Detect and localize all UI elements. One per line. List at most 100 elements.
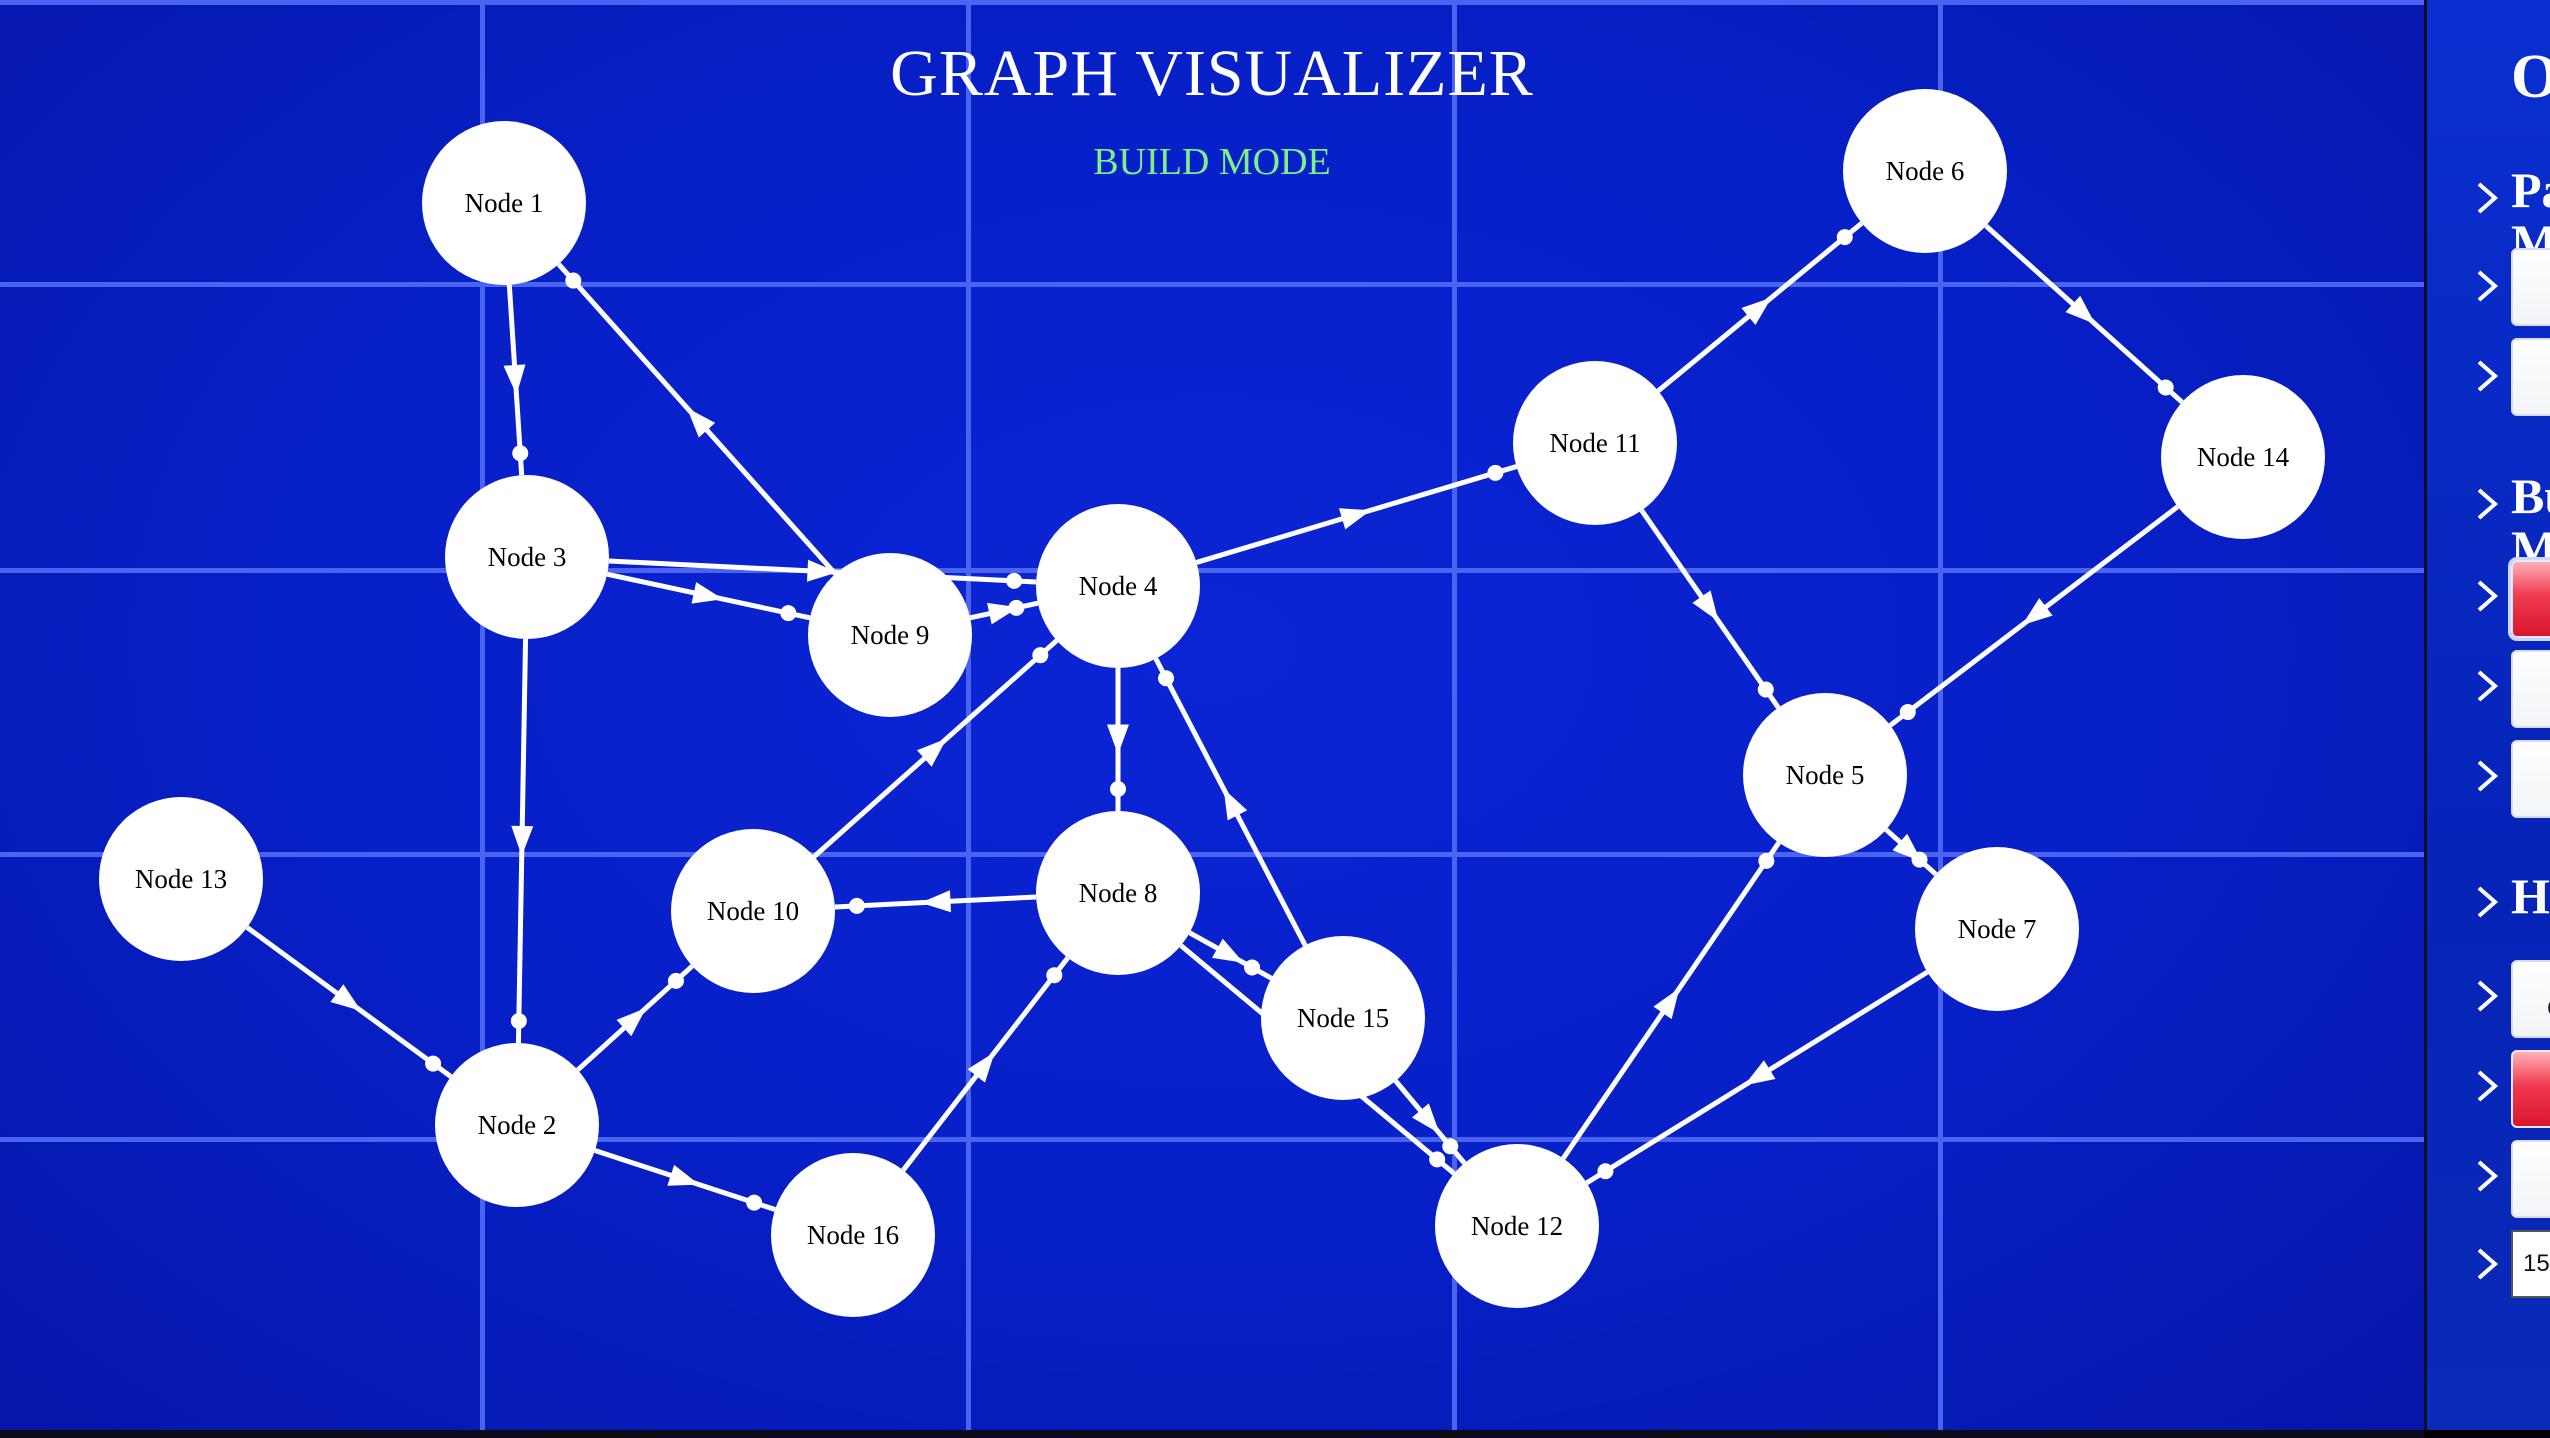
edge[interactable] [245, 925, 453, 1079]
graph-node[interactable]: Node 2 [435, 1043, 599, 1207]
edge[interactable] [1656, 221, 1864, 393]
node-circle [1036, 811, 1200, 975]
grid-line [0, 0, 2424, 5]
chevron-right-icon[interactable] [2473, 1244, 2501, 1284]
edge[interactable] [1984, 223, 2184, 405]
help-button-2[interactable] [2511, 1050, 2550, 1128]
edge-arrow-icon [806, 559, 838, 582]
edge-arrow-icon [1741, 297, 1772, 326]
graph-node[interactable]: Node 3 [445, 475, 609, 639]
edge-dot [1487, 464, 1504, 481]
node-circle [1915, 847, 2079, 1011]
edge-dot [1244, 959, 1261, 976]
build-mode-button-3[interactable] [2511, 740, 2550, 818]
node-circle [445, 475, 609, 639]
section-label: He [2511, 868, 2550, 924]
graph-node[interactable]: Node 6 [1843, 89, 2007, 253]
edge[interactable] [901, 956, 1070, 1172]
node-label: Node 12 [1471, 1211, 1563, 1241]
help-button-3[interactable] [2511, 1140, 2550, 1218]
graph-drawing[interactable]: Node 1 Node 2 Node 3 Node 4 Node 5 Node 6 Node… [0, 0, 2424, 1430]
chevron-right-icon[interactable] [2473, 484, 2501, 524]
edge[interactable] [1585, 970, 1929, 1185]
node-circle [1743, 693, 1907, 857]
graph-node[interactable]: Node 8 [1036, 811, 1200, 975]
edge[interactable] [969, 599, 1039, 625]
bottom-border [0, 1430, 2424, 1438]
path-mode-button-2[interactable] [2511, 338, 2550, 416]
node-count-input[interactable] [2511, 1230, 2550, 1298]
edge-dot [512, 445, 529, 462]
graph-node[interactable]: Node 12 [1435, 1144, 1599, 1308]
graph-canvas[interactable]: Node 1 Node 2 Node 3 Node 4 Node 5 Node 6 Node… [0, 0, 2424, 1430]
node-label: Node 3 [488, 542, 567, 572]
edge[interactable] [1561, 841, 1781, 1160]
edge[interactable] [1107, 668, 1129, 811]
chevron-right-icon[interactable] [2473, 756, 2501, 796]
chevron-right-icon[interactable] [2473, 356, 2501, 396]
grid-line [480, 0, 485, 1430]
edge-arrow-icon [1107, 724, 1129, 755]
edge[interactable] [1888, 504, 2180, 728]
edge-dot [565, 272, 582, 289]
edge-arrow-icon [2022, 598, 2053, 626]
build-mode-button-2[interactable] [2511, 650, 2550, 728]
graph-node[interactable]: Node 4 [1036, 504, 1200, 668]
edge-arrow-icon [1744, 1060, 1776, 1086]
edge[interactable] [1393, 1079, 1467, 1165]
graph-node[interactable]: Node 13 [99, 797, 263, 961]
chevron-right-icon[interactable] [2473, 178, 2501, 218]
mode-label: BUILD MODE [1093, 141, 1331, 183]
edge[interactable] [576, 964, 694, 1072]
build-mode-button-active[interactable] [2511, 560, 2550, 638]
edge[interactable] [1884, 827, 1938, 877]
node-label: Node 7 [1958, 914, 2037, 944]
node-circle [2161, 375, 2325, 539]
chevron-right-icon[interactable] [2473, 882, 2501, 922]
edge[interactable] [606, 571, 811, 622]
chevron-right-icon[interactable] [2473, 1156, 2501, 1196]
path-mode-button-1[interactable] [2511, 248, 2550, 326]
edge[interactable] [1195, 464, 1518, 565]
edge[interactable] [510, 638, 534, 1044]
edge[interactable] [1153, 657, 1308, 947]
options-panel: O Pa M Bu M He c [2424, 0, 2550, 1430]
edge[interactable] [834, 890, 1037, 914]
graph-node[interactable]: Node 1 [422, 121, 586, 285]
edge[interactable] [1639, 508, 1781, 710]
help-button-1[interactable]: c [2511, 960, 2550, 1038]
edge[interactable] [812, 638, 1059, 859]
chevron-right-icon[interactable] [2473, 976, 2501, 1016]
edge-dot [1442, 1138, 1459, 1155]
edge-arrow-icon [691, 582, 724, 604]
chevron-right-icon[interactable] [2473, 1066, 2501, 1106]
section-help[interactable]: He [2511, 870, 2550, 922]
edge-dot [1008, 599, 1025, 616]
graph-node[interactable]: Node 7 [1915, 847, 2079, 1011]
edge-dot [1006, 572, 1023, 589]
node-label: Node 14 [2197, 442, 2290, 472]
chevron-right-icon[interactable] [2473, 266, 2501, 306]
graph-node[interactable]: Node 9 [808, 553, 972, 717]
grid-line [0, 1137, 2424, 1142]
node-circle [1843, 89, 2007, 253]
graph-node[interactable]: Node 16 [771, 1153, 935, 1317]
graph-node[interactable]: Node 11 [1513, 361, 1677, 525]
edge[interactable] [503, 284, 529, 476]
chevron-right-icon[interactable] [2473, 666, 2501, 706]
chevron-right-icon[interactable] [2473, 576, 2501, 616]
edge[interactable] [556, 262, 838, 576]
node-label: Node 11 [1549, 428, 1640, 458]
graph-node[interactable]: Node 5 [1743, 693, 1907, 857]
edge[interactable] [1188, 930, 1273, 981]
edge[interactable] [594, 1148, 776, 1212]
graph-node[interactable]: Node 14 [2161, 375, 2325, 539]
graph-node[interactable]: Node 15 [1261, 936, 1425, 1100]
section-path-mode[interactable]: Pa M [2511, 164, 2550, 268]
graph-node[interactable]: Node 10 [671, 829, 835, 993]
edge[interactable] [608, 558, 1037, 589]
node-layer: Node 1 Node 2 Node 3 Node 4 Node 5 Node 6 Node… [99, 89, 2325, 1317]
edge-arrow-icon [2065, 295, 2096, 325]
grid-line [0, 282, 2424, 287]
section-build-mode[interactable]: Bu M [2511, 470, 2550, 574]
